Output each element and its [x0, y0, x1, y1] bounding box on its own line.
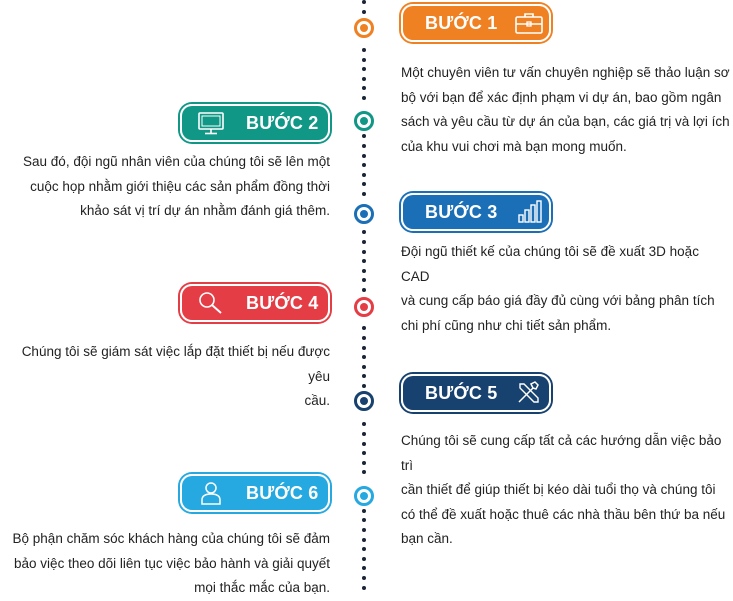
- step-1-badge: BƯỚC 1: [401, 4, 551, 42]
- step-4-badge: BƯỚC 4: [180, 284, 330, 322]
- step-6-badge: BƯỚC 6: [180, 474, 330, 512]
- timeline-dot: [362, 0, 366, 4]
- timeline-dot: [362, 249, 366, 254]
- timeline-dot: [362, 374, 366, 379]
- timeline-dot: [362, 182, 366, 187]
- step-2-badge: BƯỚC 2: [180, 104, 330, 142]
- timeline-dot: [362, 172, 366, 177]
- step-5-line-1: Chúng tôi sẽ cung cấp tất cả các hướng d…: [401, 433, 722, 473]
- step-1-label: BƯỚC 1: [425, 12, 498, 33]
- timeline-dot: [362, 144, 366, 148]
- timeline-dot: [362, 585, 366, 590]
- timeline-node-3: [354, 204, 374, 224]
- timeline-dot: [362, 9, 366, 14]
- timeline-dot: [362, 288, 366, 292]
- step-6-label: BƯỚC 6: [246, 482, 319, 503]
- timeline-dot: [362, 460, 366, 465]
- step-5-badge: BƯỚC 5: [401, 374, 551, 412]
- step-5-description: Chúng tôi sẽ cung cấp tất cả các hướng d…: [401, 429, 733, 552]
- step-1-line-3: sách và yêu cầu từ dự án của bạn, các gi…: [401, 114, 730, 129]
- timeline-dot: [362, 48, 366, 52]
- step-1-description: Một chuyên viên tư vấn chuyên nghiệp sẽ …: [401, 61, 731, 159]
- timeline-dot: [362, 278, 366, 283]
- step-2-label: BƯỚC 2: [246, 112, 319, 133]
- step-2-line-3: khảo sát vị trí dự án nhằm đánh giá thêm…: [80, 203, 330, 218]
- timeline-node-4: [354, 297, 374, 317]
- timeline-dot: [362, 336, 366, 340]
- step-6-description: Bộ phận chăm sóc khách hàng của chúng tô…: [0, 527, 330, 601]
- timeline-node-2: [354, 111, 374, 131]
- timeline-dot: [362, 518, 366, 523]
- timeline-dot: [362, 86, 366, 91]
- step-5-line-3: có thể đề xuất hoặc thuê các nhà thầu bê…: [401, 506, 726, 522]
- step-3-line-1: Đội ngũ thiết kế của chúng tôi sẽ đề xuấ…: [401, 244, 699, 284]
- timeline-dot: [362, 528, 366, 532]
- timeline-dot: [362, 508, 366, 513]
- briefcase-icon: [514, 10, 544, 36]
- step-6-line-3: mọi thắc mắc của bạn.: [194, 580, 330, 595]
- step-5-line-4: bạn cần.: [401, 531, 453, 546]
- timeline-dot: [362, 240, 366, 244]
- step-1-line-4: của khu vui chơi mà bạn mong muốn.: [401, 138, 627, 154]
- user-icon: [196, 480, 226, 506]
- step-3-line-3: chi phí cũng như chi tiết sản phẩm.: [401, 317, 612, 333]
- timeline-dot: [362, 153, 366, 158]
- timeline-dot: [362, 556, 366, 561]
- step-2-line-2: cuộc họp nhằm giới thiệu các sản phẩm đồ…: [30, 178, 330, 194]
- timeline-dot: [362, 192, 366, 196]
- step-3-label: BƯỚC 3: [425, 201, 498, 222]
- timeline-dot: [362, 384, 366, 388]
- timeline-dot: [362, 451, 366, 456]
- timeline-dot: [362, 326, 366, 331]
- timeline-node-5: [354, 391, 374, 411]
- timeline-dot: [362, 259, 366, 264]
- timeline-dot: [362, 364, 366, 369]
- timeline-dot: [362, 57, 366, 62]
- timeline-dot: [362, 441, 366, 446]
- step-5-label: BƯỚC 5: [425, 382, 498, 403]
- search-icon: [196, 290, 226, 316]
- timeline-dot: [362, 67, 366, 72]
- timeline-dot: [362, 355, 366, 360]
- step-2-line-1: Sau đó, đội ngũ nhân viên của chúng tôi …: [23, 154, 330, 169]
- bar-chart-icon: [514, 199, 544, 225]
- step-3-description: Đội ngũ thiết kế của chúng tôi sẽ đề xuấ…: [401, 240, 731, 338]
- step-6-line-1: Bộ phận chăm sóc khách hàng của chúng tô…: [12, 531, 330, 546]
- timeline-dot: [362, 230, 366, 235]
- step-2-description: Sau đó, đội ngũ nhân viên của chúng tôi …: [0, 150, 330, 224]
- timeline-dot: [362, 268, 366, 273]
- monitor-icon: [196, 110, 226, 136]
- step-4-line-2: cầu.: [304, 393, 330, 408]
- step-6-line-2: bảo việc theo dõi liên tục việc bảo hành…: [14, 555, 330, 571]
- step-4-description: Chúng tôi sẽ giám sát việc lắp đặt thiết…: [0, 340, 330, 414]
- timeline-dot: [362, 345, 366, 350]
- step-3-line-2: và cung cấp báo giá đầy đủ cùng với bảng…: [401, 293, 715, 308]
- step-5-line-2: cần thiết để giúp thiết bị kéo dài tuổi …: [401, 482, 716, 497]
- timeline-dot: [362, 537, 366, 542]
- timeline-dot: [362, 547, 366, 552]
- timeline-dot: [362, 422, 366, 427]
- step-4-label: BƯỚC 4: [246, 292, 319, 313]
- timeline-dotted-line: [362, 0, 366, 594]
- step-3-badge: BƯỚC 3: [401, 193, 551, 231]
- timeline-node-6: [354, 486, 374, 506]
- timeline-dot: [362, 432, 366, 436]
- timeline-dot: [362, 96, 366, 100]
- timeline-dot: [362, 163, 366, 168]
- timeline-dot: [362, 470, 366, 475]
- step-1-line-2: bộ với bạn để xác định phạm vi dự án, ba…: [401, 89, 722, 105]
- step-4-line-1: Chúng tôi sẽ giám sát việc lắp đặt thiết…: [21, 344, 330, 384]
- step-1-line-1: Một chuyên viên tư vấn chuyên nghiệp sẽ …: [401, 65, 730, 80]
- timeline-dot: [362, 576, 366, 580]
- tools-icon: [514, 380, 544, 406]
- timeline-dot: [362, 76, 366, 81]
- timeline-node-1: [354, 18, 374, 38]
- timeline-dot: [362, 566, 366, 571]
- timeline-dot: [362, 134, 366, 139]
